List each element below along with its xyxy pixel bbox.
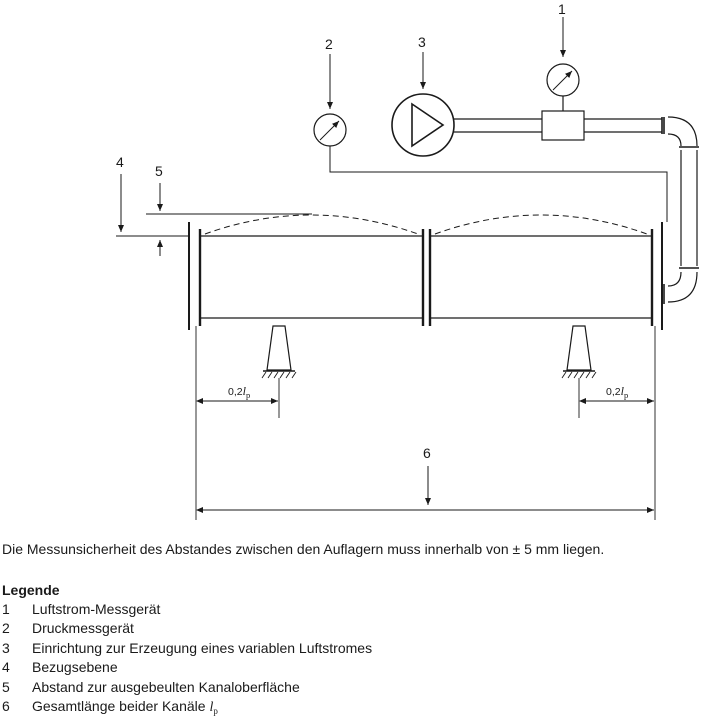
legend-item: 4 Bezugsebene bbox=[2, 658, 372, 677]
test-setup-diagram: 1 2 3 4 5 6 0,2lp 0,2lp bbox=[116, 1, 699, 520]
fan bbox=[391, 93, 455, 157]
dimension-label-left: 0,2lp bbox=[228, 384, 250, 400]
legend-item: 3 Einrichtung zur Erzeugung eines variab… bbox=[2, 639, 372, 658]
legend-item-number: 6 bbox=[2, 697, 10, 714]
duct-right bbox=[428, 229, 654, 326]
legend-item-text: Abstand zur ausgebeulten Kanaloberfläche bbox=[32, 678, 300, 695]
legend-item: 5 Abstand zur ausgebeulten Kanaloberfläc… bbox=[2, 678, 372, 697]
dimension-extension-lines bbox=[195, 326, 656, 520]
legend-item: 6 Gesamtlänge beider Kanäle lp bbox=[2, 697, 372, 716]
legend: Legende 1 Luftstrom-Messgerät 2 Druckmes… bbox=[2, 582, 372, 716]
support-left bbox=[261, 325, 297, 379]
support-right bbox=[561, 325, 597, 379]
legend-item-text: Einrichtung zur Erzeugung eines variable… bbox=[32, 639, 373, 656]
legend-item-number: 4 bbox=[2, 659, 10, 676]
callout-1-label: 1 bbox=[558, 1, 566, 17]
airflow-meter bbox=[541, 63, 585, 141]
legend-item-text: Luftstrom-Messgerät bbox=[32, 601, 161, 617]
callout-3-label: 3 bbox=[418, 34, 426, 50]
callout-6-label: 6 bbox=[423, 445, 431, 461]
measurement-note: Die Messunsicherheit des Abstandes zwisc… bbox=[2, 541, 605, 557]
bulged-duct-surface-left bbox=[204, 214, 419, 235]
callout-4-label: 4 bbox=[116, 154, 124, 170]
dimension-label-right: 0,2lp bbox=[606, 384, 628, 400]
legend-item-number: 2 bbox=[2, 620, 10, 637]
legend-item-text: Bezugsebene bbox=[32, 659, 118, 676]
legend-item-number: 1 bbox=[2, 601, 10, 617]
legend-item-number: 5 bbox=[2, 678, 10, 695]
legend-item-number: 3 bbox=[2, 639, 10, 656]
pressure-gauge bbox=[313, 113, 347, 147]
pressure-tap-line bbox=[329, 146, 668, 222]
air-supply-pipe bbox=[454, 116, 699, 304]
duct-left bbox=[198, 229, 425, 326]
callout-5-label: 5 bbox=[155, 163, 163, 179]
legend-item: 2 Druckmessgerät bbox=[2, 619, 372, 638]
bulged-duct-surface-right bbox=[434, 214, 648, 235]
legend-item: 1 Luftstrom-Messgerät bbox=[2, 600, 372, 619]
legend-item-text: Druckmessgerät bbox=[32, 620, 134, 637]
legend-title: Legende bbox=[2, 582, 60, 598]
legend-item-text: Gesamtlänge beider Kanäle lp bbox=[32, 697, 218, 716]
callout-2-label: 2 bbox=[325, 36, 333, 52]
